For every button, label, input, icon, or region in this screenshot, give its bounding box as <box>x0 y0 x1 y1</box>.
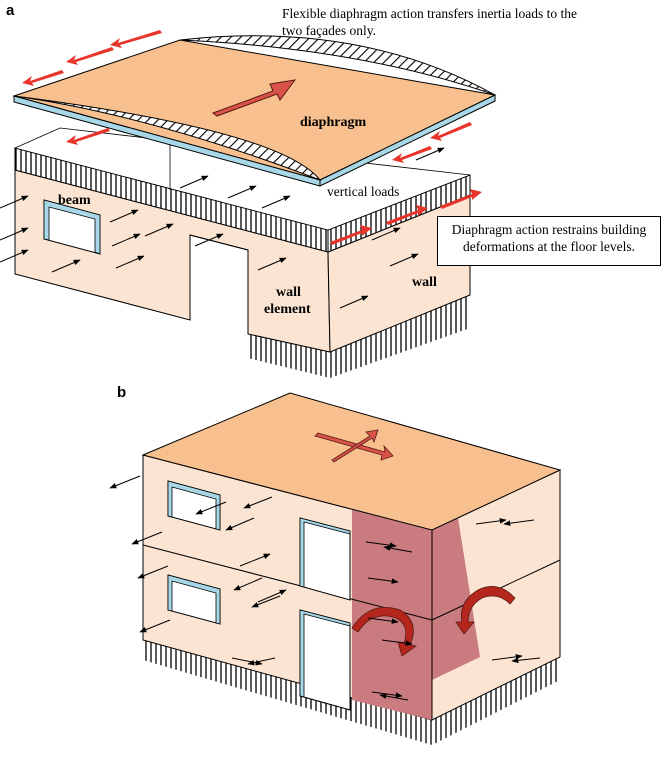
rotation-arrow-right-b <box>455 586 516 635</box>
window-frame-a <box>43 199 101 255</box>
shear-zone-side-b <box>432 518 480 680</box>
label-wall-element-line1: wall <box>276 285 301 300</box>
edge-force-arrows-a <box>22 30 482 245</box>
slab-load-arrow-a <box>211 79 297 117</box>
door-opening-a <box>189 234 249 334</box>
inertia-arrows-a <box>0 147 445 309</box>
label-wall: wall <box>412 275 437 290</box>
rotation-arrow-left-b <box>351 606 418 657</box>
window-b-upper-frame <box>167 480 221 531</box>
panel-a-label: a <box>6 2 15 19</box>
panel-a: diaphragm vertical loads beam wall eleme… <box>0 30 497 378</box>
top-annotation: Flexible diaphragm action transfers iner… <box>282 6 578 38</box>
floor-interior-a <box>13 127 471 231</box>
panel-b-label: b <box>117 384 127 401</box>
roof-arrow-short-b <box>331 429 379 463</box>
panel-b <box>109 392 562 745</box>
window-b-lower-frame <box>167 574 221 625</box>
label-diaphragm: diaphragm <box>300 115 366 130</box>
deflection-bottom-a <box>13 95 322 182</box>
roof-slab-b <box>141 392 562 531</box>
door-b-upper-frame <box>299 517 351 588</box>
label-wall-element-line2: element <box>264 302 311 317</box>
door-b-lower <box>299 609 351 711</box>
label-beam: beam <box>58 193 91 208</box>
deflection-top-a <box>179 35 496 96</box>
right-annotation-box: Diaphragm action restrains building defo… <box>437 216 661 266</box>
foundation-b <box>143 640 560 745</box>
diaphragm-side-edge-a <box>319 94 496 187</box>
foundation-a <box>248 294 470 378</box>
label-vertical-loads: vertical loads <box>327 184 399 199</box>
inertia-arrows-b <box>109 475 541 701</box>
